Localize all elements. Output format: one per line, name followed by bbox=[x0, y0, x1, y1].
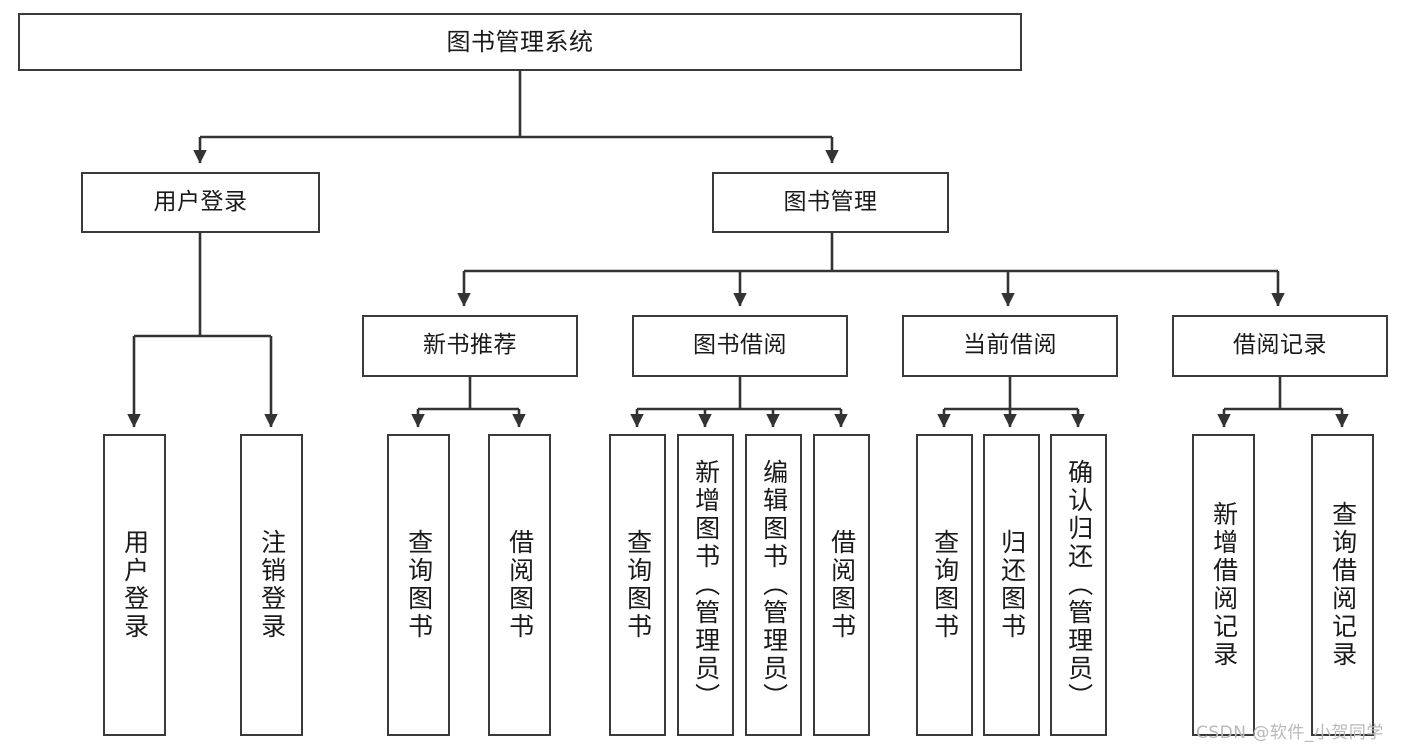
node-leaf-query-book-1[interactable]: 查询图书 bbox=[387, 434, 450, 736]
node-leaf-user-login-label: 用户登录 bbox=[120, 529, 150, 641]
node-leaf-query-book-3-label: 查询图书 bbox=[930, 529, 960, 641]
node-book-manage-label: 图书管理 bbox=[783, 188, 878, 215]
node-leaf-return-book[interactable]: 归还图书 bbox=[983, 434, 1040, 736]
node-leaf-logout-login-label: 注销登录 bbox=[257, 529, 287, 641]
node-borrow-record[interactable]: 借阅记录 bbox=[1172, 315, 1388, 377]
node-leaf-add-borrow-record[interactable]: 新增借阅记录 bbox=[1192, 434, 1255, 736]
node-user-login[interactable]: 用户登录 bbox=[81, 172, 320, 233]
node-current-borrow-label: 当前借阅 bbox=[963, 332, 1057, 359]
node-current-borrow[interactable]: 当前借阅 bbox=[902, 315, 1118, 377]
node-leaf-query-book-3[interactable]: 查询图书 bbox=[916, 434, 973, 736]
node-root-label: 图书管理系统 bbox=[446, 27, 594, 56]
node-leaf-return-book-label: 归还图书 bbox=[997, 529, 1027, 641]
node-leaf-add-book-label: 新增图书（管理员） bbox=[691, 459, 721, 711]
node-leaf-add-book[interactable]: 新增图书（管理员） bbox=[677, 434, 734, 736]
node-leaf-query-book-2[interactable]: 查询图书 bbox=[609, 434, 666, 736]
node-leaf-borrow-book-1-label: 借阅图书 bbox=[505, 529, 535, 641]
node-book-borrow-label: 图书借阅 bbox=[693, 332, 787, 359]
node-leaf-add-borrow-record-label: 新增借阅记录 bbox=[1209, 501, 1239, 669]
node-leaf-query-borrow-record[interactable]: 查询借阅记录 bbox=[1311, 434, 1374, 736]
node-leaf-confirm-return[interactable]: 确认归还（管理员） bbox=[1050, 434, 1107, 736]
node-leaf-borrow-book-2-label: 借阅图书 bbox=[827, 529, 857, 641]
node-leaf-query-borrow-record-label: 查询借阅记录 bbox=[1328, 501, 1358, 669]
node-root[interactable]: 图书管理系统 bbox=[18, 13, 1022, 71]
node-leaf-edit-book-label: 编辑图书（管理员） bbox=[759, 459, 789, 711]
node-book-borrow[interactable]: 图书借阅 bbox=[632, 315, 848, 377]
node-book-manage[interactable]: 图书管理 bbox=[712, 172, 949, 233]
node-leaf-edit-book[interactable]: 编辑图书（管理员） bbox=[745, 434, 802, 736]
node-borrow-record-label: 借阅记录 bbox=[1233, 332, 1327, 359]
node-leaf-logout-login[interactable]: 注销登录 bbox=[240, 434, 303, 736]
node-leaf-borrow-book-2[interactable]: 借阅图书 bbox=[813, 434, 870, 736]
node-user-login-label: 用户登录 bbox=[153, 188, 248, 215]
node-leaf-query-book-2-label: 查询图书 bbox=[623, 529, 653, 641]
node-new-book-recommend-label: 新书推荐 bbox=[423, 332, 517, 359]
node-new-book-recommend[interactable]: 新书推荐 bbox=[362, 315, 578, 377]
node-leaf-borrow-book-1[interactable]: 借阅图书 bbox=[488, 434, 551, 736]
node-leaf-query-book-1-label: 查询图书 bbox=[404, 529, 434, 641]
node-leaf-user-login[interactable]: 用户登录 bbox=[103, 434, 166, 736]
node-leaf-confirm-return-label: 确认归还（管理员） bbox=[1064, 459, 1094, 711]
csdn-watermark: CSDN @软件_小贺同学 bbox=[1196, 723, 1384, 743]
